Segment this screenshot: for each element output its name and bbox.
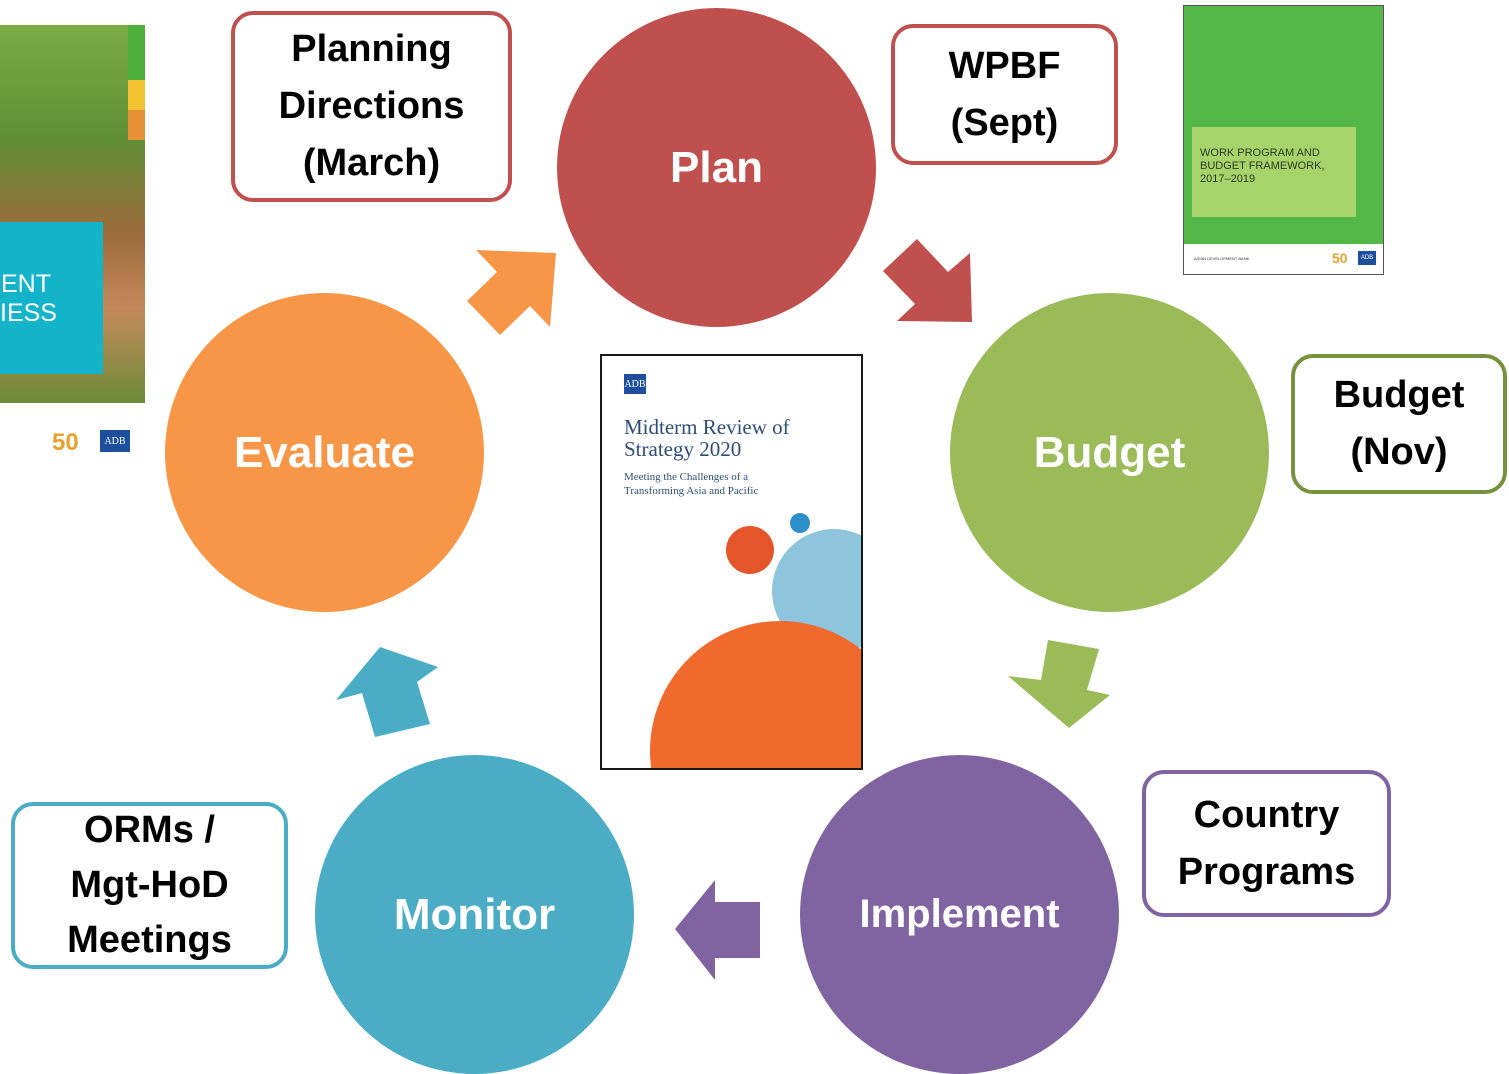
cover-title: ENT IESS <box>0 222 103 374</box>
callout-line: (March) <box>302 142 441 184</box>
plan-node: Plan <box>557 8 876 327</box>
evaluate-node: Evaluate <box>165 293 484 612</box>
callout-line: Budget <box>1333 374 1465 416</box>
budget-nov-callout: Budget (Nov) <box>1291 354 1507 494</box>
cover-stripe-yellow <box>128 80 145 110</box>
wpbf-callout: WPBF (Sept) <box>891 24 1118 165</box>
cover-dot-blue <box>790 513 810 533</box>
adb-logo: ADB <box>1358 251 1376 265</box>
callout-line: WPBF <box>948 44 1061 87</box>
budget-node: Budget <box>950 293 1269 612</box>
adb-logo: ADB <box>100 430 130 452</box>
arrow-budget-to-implement <box>1008 640 1110 728</box>
callout-line: Planning <box>291 28 452 70</box>
country-programs-callout: Country Programs <box>1142 770 1391 917</box>
evaluate-label: Evaluate <box>234 427 415 477</box>
wpbf-cover: WORK PROGRAM AND BUDGET FRAMEWORK, 2017–… <box>1183 5 1384 275</box>
callout-line: (Sept) <box>950 101 1059 144</box>
budget-label: Budget <box>1033 427 1186 477</box>
arrow-plan-to-budget <box>883 239 972 322</box>
callout-line: Mgt-HoD <box>70 863 229 906</box>
adb-logo: ADB <box>624 374 646 394</box>
cover-orange-circle <box>650 621 861 768</box>
plan-label: Plan <box>670 142 763 192</box>
cover-subtitle: Meeting the Challenges of a Transforming… <box>624 471 759 498</box>
cover-stripe-green <box>128 25 145 80</box>
monitor-node: Monitor <box>315 755 634 1074</box>
cover-dot-orange <box>726 526 774 574</box>
cover-stripe-orange <box>128 110 145 140</box>
arrow-implement-to-monitor <box>675 880 760 980</box>
cover-artwork <box>650 513 861 768</box>
callout-line: Meetings <box>67 919 232 962</box>
midterm-review-cover: ADB Midterm Review of Strategy 2020 Meet… <box>600 354 863 770</box>
cover-footer: ASIAN DEVELOPMENT BANK 50 ADB <box>1184 244 1383 274</box>
implement-node: Implement <box>800 755 1119 1074</box>
fifty-years-logo: 50 <box>1332 250 1348 266</box>
monitor-label: Monitor <box>393 889 556 939</box>
orms-meetings-callout: ORMs / Mgt-HoD Meetings <box>11 802 288 969</box>
cover-org: ASIAN DEVELOPMENT BANK <box>1194 256 1250 261</box>
fifty-years-logo: 50 <box>52 429 79 456</box>
cover-title: Midterm Review of Strategy 2020 <box>624 415 790 462</box>
callout-line: ORMs / <box>84 808 215 851</box>
planning-directions-callout: Planning Directions (March) <box>231 11 512 202</box>
cover-title: WORK PROGRAM AND BUDGET FRAMEWORK, 2017–… <box>1192 127 1356 217</box>
implement-label: Implement <box>859 892 1060 936</box>
arrow-evaluate-to-plan <box>467 250 556 335</box>
callout-line: Directions <box>278 85 465 127</box>
callout-line: (Nov) <box>1350 431 1448 473</box>
callout-line: Programs <box>1177 850 1356 893</box>
development-effectiveness-cover: ENT IESS 50 ADB <box>0 25 145 465</box>
callout-line: Country <box>1193 793 1340 836</box>
arrow-monitor-to-evaluate <box>336 647 438 737</box>
